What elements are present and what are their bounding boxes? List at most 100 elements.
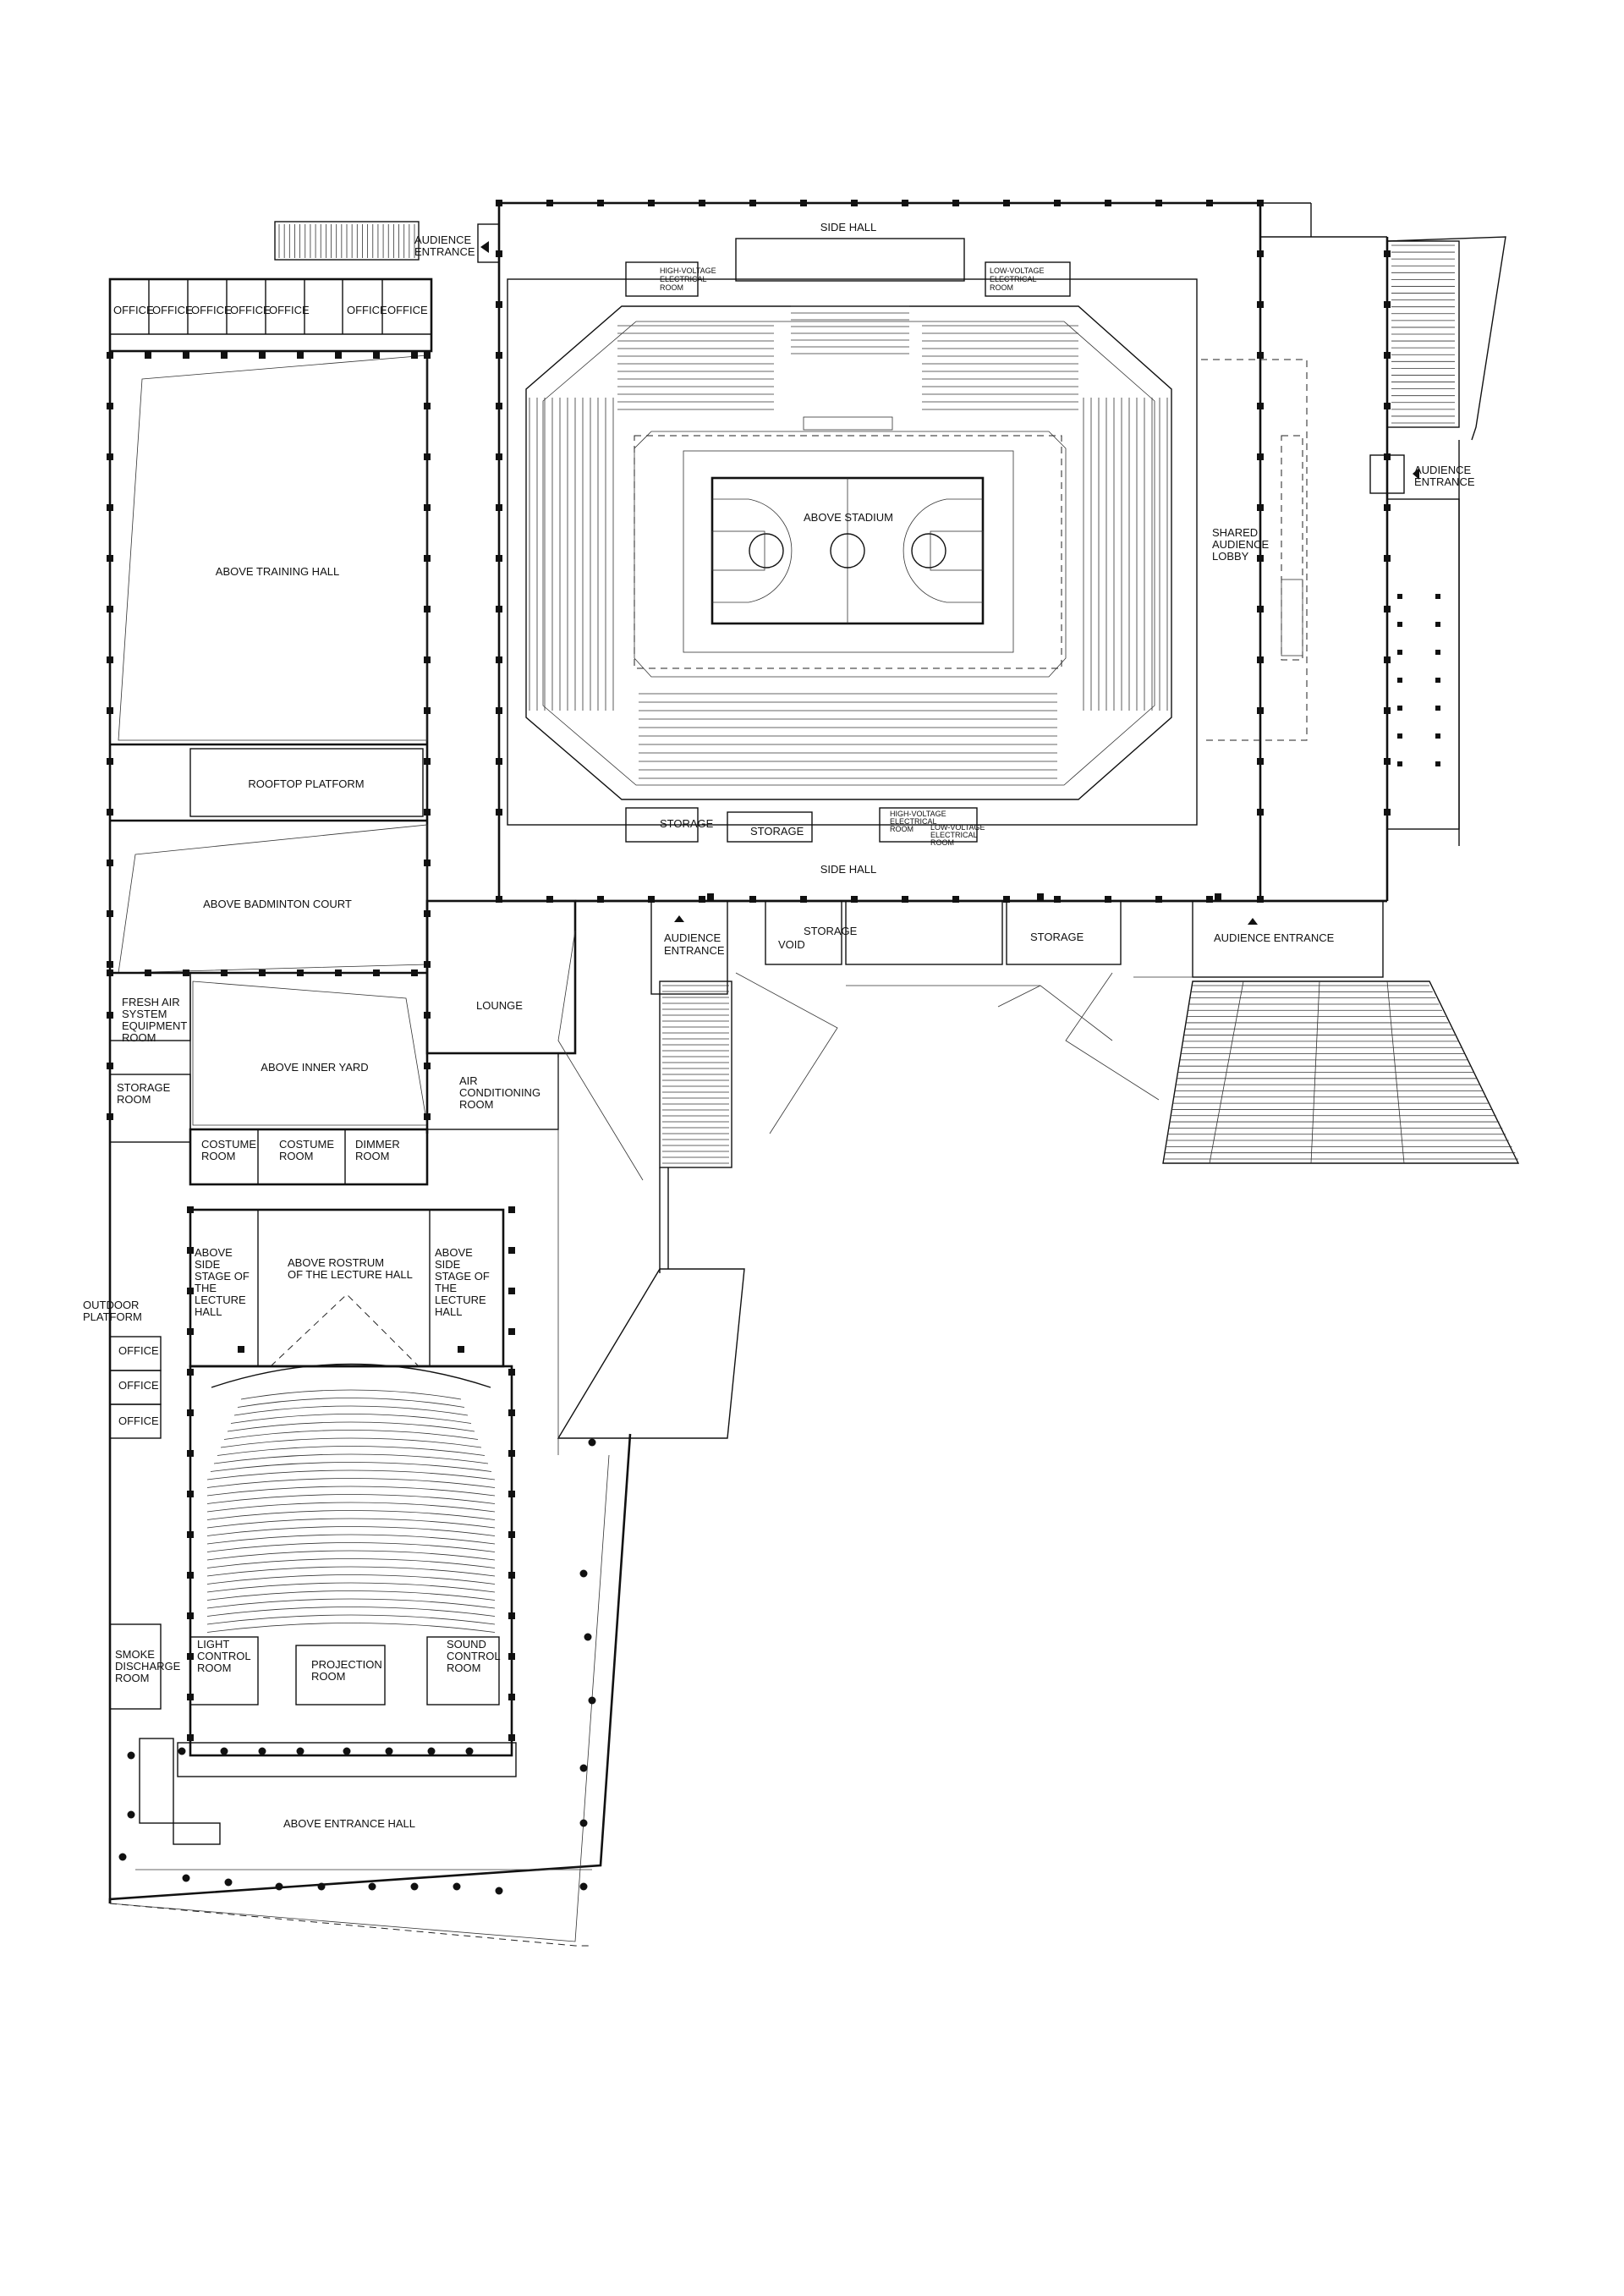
square-column <box>107 910 113 917</box>
square-column <box>187 1369 194 1376</box>
lecture-seat-row <box>206 1550 496 1561</box>
above-inner-yard-label: ABOVE INNER YARD <box>261 1061 368 1074</box>
square-column <box>1384 250 1391 257</box>
square-column <box>183 352 189 359</box>
square-column <box>107 453 113 460</box>
square-column <box>546 200 553 206</box>
above-badminton-label: ABOVE BADMINTON COURT <box>203 898 352 910</box>
office-label-1: OFFICE <box>113 304 154 316</box>
above-entrance-hall-label: ABOVE ENTRANCE HALL <box>283 1817 415 1830</box>
square-column <box>1384 504 1391 511</box>
square-column <box>424 707 431 714</box>
square-column <box>107 555 113 562</box>
square-column <box>800 896 807 903</box>
square-column <box>699 896 705 903</box>
side-stage-left-label: ABOVE <box>195 1246 233 1259</box>
side-stage-right-label: ABOVE <box>435 1246 473 1259</box>
square-column <box>107 1113 113 1120</box>
square-column <box>297 352 304 359</box>
square-column <box>335 969 342 976</box>
square-column <box>1384 352 1391 359</box>
square-column <box>496 403 502 409</box>
square-column <box>107 352 113 359</box>
storage-label-3: STORAGE <box>1030 931 1084 943</box>
shared-lobby <box>1201 359 1440 766</box>
square-column <box>648 896 655 903</box>
square-column <box>508 1247 515 1254</box>
lobby-table <box>1435 622 1440 627</box>
square-column <box>1105 896 1111 903</box>
square-column <box>1155 200 1162 206</box>
round-column <box>127 1810 135 1819</box>
square-column <box>1206 896 1213 903</box>
square-column <box>496 504 502 511</box>
square-column <box>221 352 228 359</box>
lecture-seat-row <box>206 1486 496 1497</box>
square-column <box>496 250 502 257</box>
square-column <box>496 352 502 359</box>
square-column <box>1257 758 1264 765</box>
round-column <box>317 1882 326 1891</box>
lecture-seat-row <box>206 1598 496 1609</box>
square-column <box>145 352 151 359</box>
square-column <box>187 1531 194 1538</box>
above-rostrum-label-2: OF THE LECTURE HALL <box>288 1268 413 1281</box>
smoke-discharge-label: SMOKE <box>115 1648 155 1661</box>
square-column <box>107 1063 113 1069</box>
lecture-seat-row <box>206 1502 496 1513</box>
square-column <box>107 1012 113 1019</box>
smoke-discharge-label-2: DISCHARGE <box>115 1660 181 1673</box>
square-column <box>1155 896 1162 903</box>
square-column <box>496 707 502 714</box>
square-column <box>1105 200 1111 206</box>
round-column <box>453 1882 461 1891</box>
side-stage-right-label-3: STAGE OF <box>435 1270 490 1283</box>
square-column <box>1037 893 1044 900</box>
round-column <box>579 1819 588 1827</box>
square-column <box>259 969 266 976</box>
dimmer-room-label-2: ROOM <box>355 1150 389 1162</box>
office-label-8: OFFICE <box>118 1344 159 1357</box>
lecture-seat-row <box>217 1446 486 1456</box>
square-column <box>1257 606 1264 612</box>
lecture-seat-row <box>230 1414 472 1424</box>
lv-elec-top-label: LOW-VOLTAGE <box>990 266 1045 275</box>
round-column <box>579 1569 588 1578</box>
square-column <box>508 1328 515 1335</box>
lecture-seat-row <box>233 1405 469 1416</box>
office-label-7: OFFICE <box>387 304 428 316</box>
round-column <box>385 1747 393 1755</box>
lobby-table <box>1397 706 1402 711</box>
square-column <box>1257 809 1264 816</box>
structural-columns <box>107 200 1391 1741</box>
square-column <box>851 200 858 206</box>
square-column <box>259 352 266 359</box>
fresh-air-label-2: SYSTEM <box>122 1008 167 1020</box>
lecture-seat-row <box>223 1430 479 1440</box>
square-column <box>424 1063 431 1069</box>
square-column <box>508 1612 515 1619</box>
square-column <box>187 1409 194 1416</box>
square-column <box>1003 896 1010 903</box>
lecture-stage-edge <box>211 1363 491 1388</box>
square-column <box>1206 200 1213 206</box>
round-column <box>410 1882 419 1891</box>
round-column <box>584 1633 592 1641</box>
square-column <box>1054 896 1061 903</box>
square-column <box>1257 656 1264 663</box>
fresh-air-label: FRESH AIR <box>122 996 180 1008</box>
round-column <box>495 1887 503 1895</box>
square-column <box>508 1531 515 1538</box>
storage-cut-label: STORAGE <box>804 925 858 937</box>
square-column <box>1384 301 1391 308</box>
square-column <box>1054 200 1061 206</box>
lecture-seat-row <box>206 1534 496 1545</box>
above-training-hall-label: ABOVE TRAINING HALL <box>216 565 339 578</box>
square-column <box>496 555 502 562</box>
square-column <box>107 707 113 714</box>
office-label-10: OFFICE <box>118 1414 159 1427</box>
right-stair <box>1369 236 1506 846</box>
square-column <box>648 200 655 206</box>
hv-elec-top-label-2: ELECTRICAL <box>660 275 707 283</box>
side-stage-left-label-2: SIDE <box>195 1258 221 1271</box>
